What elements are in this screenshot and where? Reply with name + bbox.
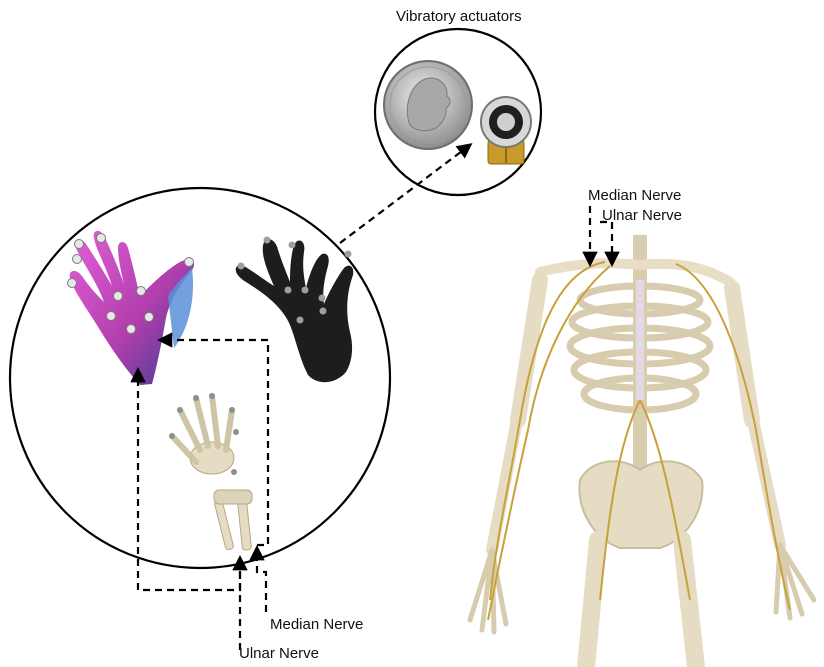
- actuators-label: Vibratory actuators: [396, 8, 522, 25]
- vibratory-actuator: [481, 97, 531, 164]
- haptic-glove: [236, 237, 354, 383]
- forearm-skeleton: [169, 393, 252, 550]
- median-nerve-bottom-label: Median Nerve: [270, 616, 363, 633]
- median-nerve-path: [138, 370, 240, 590]
- ulnar-nerve-top-label: Ulnar Nerve: [602, 207, 682, 224]
- dime-coin: [384, 61, 472, 149]
- full-body-skeleton: [470, 235, 814, 667]
- ulnar-top-arrow: [600, 222, 612, 264]
- ulnar-nerve-bottom-label: Ulnar Nerve: [239, 645, 319, 662]
- magenta-hand-model: [68, 231, 195, 385]
- median-nerve-top-label: Median Nerve: [588, 187, 681, 204]
